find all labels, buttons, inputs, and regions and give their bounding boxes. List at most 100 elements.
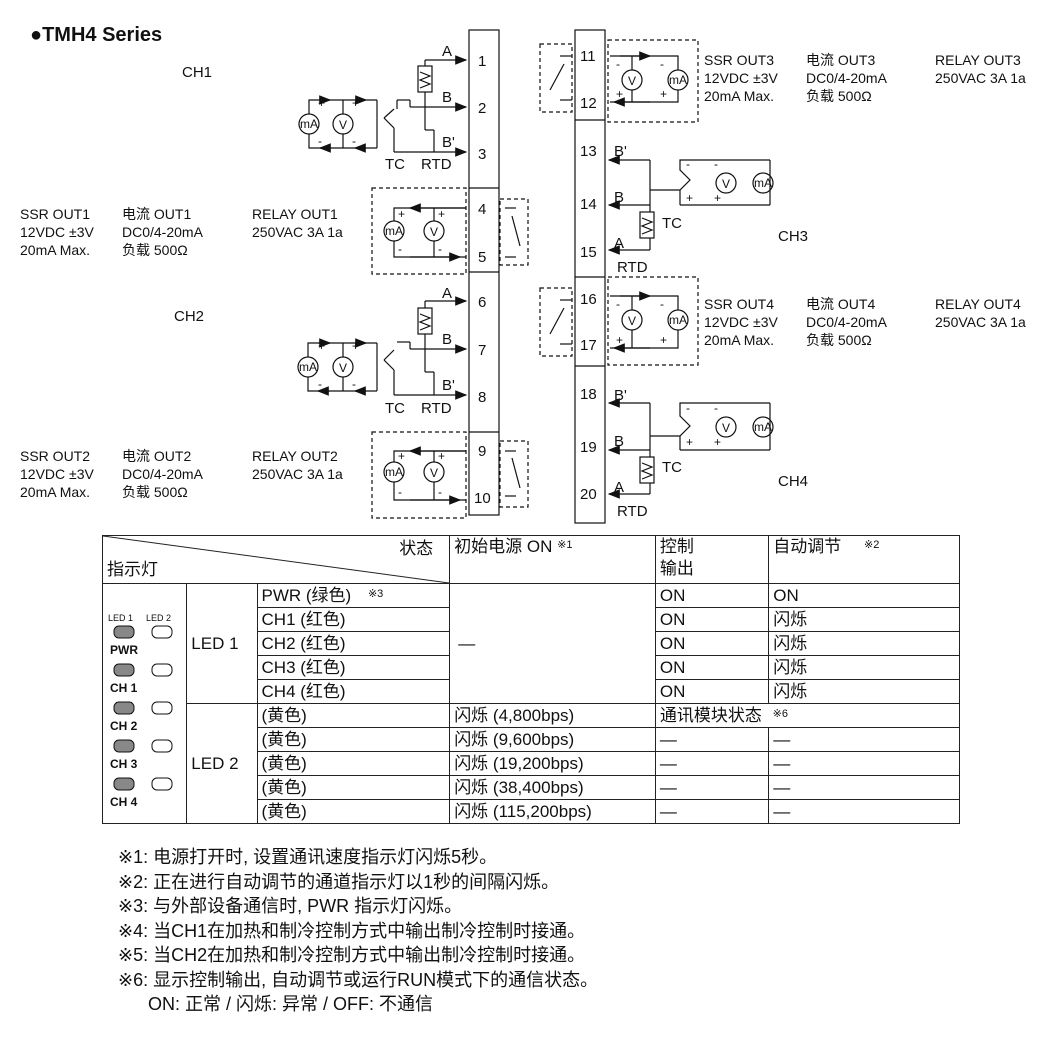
rtd-resistor-ch3 xyxy=(639,211,655,239)
svg-text:B: B xyxy=(442,331,452,348)
led-status-table: 状态 指示灯 初始电源 ON ※1 控制输出 自动调节 ※2 LED 1 PWR… xyxy=(101,535,961,824)
svg-text:TC: TC xyxy=(662,459,682,476)
svg-text:B: B xyxy=(614,189,624,206)
terminal-8: 8 xyxy=(478,389,486,406)
svg-text:-: - xyxy=(660,297,664,311)
svg-text:+: + xyxy=(714,191,721,205)
header-control-output: 控制输出 xyxy=(654,535,770,584)
table-row: LED 1 PWR (绿色) ※3 — ON ON xyxy=(101,583,960,824)
svg-text:-: - xyxy=(660,57,664,71)
svg-text:TC: TC xyxy=(385,400,405,417)
svg-text:B: B xyxy=(614,433,624,450)
svg-text:RTD: RTD xyxy=(421,400,452,417)
svg-text:+: + xyxy=(352,339,359,353)
svg-text:+: + xyxy=(714,435,721,449)
footnote-3: ※3: 与外部设备通信时, PWR 指示灯闪烁。 xyxy=(118,896,463,916)
svg-text:V: V xyxy=(339,361,347,375)
svg-text:-: - xyxy=(398,485,402,499)
svg-text:A: A xyxy=(614,479,624,496)
header-autotune: 自动调节 ※2 xyxy=(768,535,960,584)
footnote-4: ※4: 当CH1在加热和制冷控制方式中输出制冷控制时接通。 xyxy=(118,920,586,941)
channel-label-ch3: CH3 xyxy=(778,228,809,245)
led1-label: LED 1 xyxy=(186,583,258,704)
svg-text:TC: TC xyxy=(662,215,682,232)
svg-text:A: A xyxy=(442,43,452,60)
svg-text:B': B' xyxy=(442,377,455,394)
footnote-1: ※1: 电源打开时, 设置通讯速度指示灯闪烁5秒。 xyxy=(118,847,498,867)
svg-text:TC: TC xyxy=(385,156,405,173)
footnotes: ※1: 电源打开时, 设置通讯速度指示灯闪烁5秒。 ※2: 正在进行自动调节的通… xyxy=(118,845,598,1017)
svg-text:A: A xyxy=(442,285,452,302)
svg-text:+: + xyxy=(616,87,623,101)
svg-text:-: - xyxy=(438,485,442,499)
table-row: (黄色)闪烁 (115,200bps)—— xyxy=(103,799,960,824)
terminal-14: 14 xyxy=(580,196,597,213)
table-row: (黄色)闪烁 (9,600bps)—— xyxy=(103,727,960,752)
svg-text:+: + xyxy=(438,207,445,221)
svg-text:+: + xyxy=(398,207,405,221)
terminal-5: 5 xyxy=(478,249,486,266)
terminal-3: 3 xyxy=(478,146,486,163)
svg-text:mA: mA xyxy=(754,420,772,434)
svg-text:V: V xyxy=(628,314,636,328)
svg-text:V: V xyxy=(430,466,438,480)
channel-label-ch4: CH4 xyxy=(778,473,809,490)
footnote-2: ※2: 正在进行自动调节的通道指示灯以1秒的间隔闪烁。 xyxy=(118,871,560,892)
terminal-7: 7 xyxy=(478,342,486,359)
svg-text:+: + xyxy=(660,333,667,347)
terminal-15: 15 xyxy=(580,244,597,261)
svg-text:B': B' xyxy=(442,134,455,151)
terminal-6: 6 xyxy=(478,294,486,311)
svg-text:V: V xyxy=(722,177,730,191)
out4-dashed-box xyxy=(607,276,699,366)
terminal-2: 2 xyxy=(478,100,486,117)
table-row: LED 2 (黄色) 闪烁 (4,800bps) 通讯模块状态 ※6 xyxy=(103,703,961,824)
svg-text:mA: mA xyxy=(300,117,318,131)
svg-text:-: - xyxy=(616,57,620,71)
terminal-12: 12 xyxy=(580,95,597,112)
header-diagonal-cell: 状态 指示灯 xyxy=(101,535,451,584)
svg-text:-: - xyxy=(352,134,356,148)
svg-text:mA: mA xyxy=(385,224,403,238)
svg-text:+: + xyxy=(318,96,325,110)
svg-text:mA: mA xyxy=(299,360,317,374)
svg-text:V: V xyxy=(339,118,347,132)
svg-text:-: - xyxy=(714,401,718,415)
svg-text:-: - xyxy=(714,157,718,171)
svg-text:B': B' xyxy=(614,387,627,404)
svg-text:-: - xyxy=(398,242,402,256)
svg-text:-: - xyxy=(318,377,322,391)
svg-text:mA: mA xyxy=(385,465,403,479)
footnote-legend: ON: 正常 / 闪烁: 异常 / OFF: 不通信 xyxy=(148,994,434,1014)
svg-text:RTD: RTD xyxy=(617,503,648,520)
page-title: ●TMH4 Series xyxy=(30,24,163,46)
header-power-on: 初始电源 ON ※1 xyxy=(449,535,656,584)
terminal-16: 16 xyxy=(580,291,597,308)
svg-text:+: + xyxy=(616,333,623,347)
svg-text:+: + xyxy=(660,87,667,101)
footnote-5: ※5: 当CH2在加热和制冷控制方式中输出制冷控制时接通。 xyxy=(118,945,586,965)
svg-text:RTD: RTD xyxy=(421,156,452,173)
terminal-4: 4 xyxy=(478,201,486,218)
svg-text:-: - xyxy=(686,157,690,171)
svg-text:A: A xyxy=(614,235,624,252)
svg-text:V: V xyxy=(722,421,730,435)
svg-text:+: + xyxy=(438,449,445,463)
svg-text:-: - xyxy=(616,297,620,311)
svg-text:+: + xyxy=(352,96,359,110)
rtd-resistor-ch4 xyxy=(639,456,655,484)
terminal-9: 9 xyxy=(478,443,486,460)
svg-text:-: - xyxy=(352,377,356,391)
